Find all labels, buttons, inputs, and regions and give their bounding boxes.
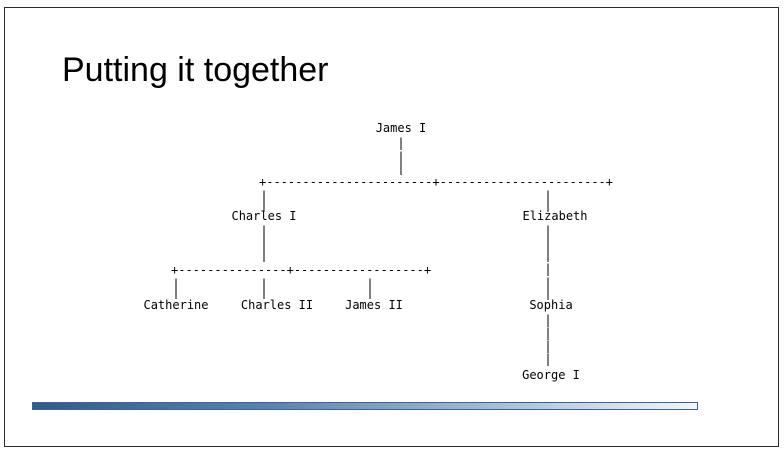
connector-vertical: | [397,161,405,175]
connector-vertical: | [544,286,552,300]
connector-vertical: | [544,198,552,212]
node-james-i: James I [375,121,427,135]
connector-vertical: | [397,150,405,164]
connector-vertical: | [172,277,180,291]
connector-vertical: | [544,224,552,238]
connector-vertical: | [544,276,552,290]
branch-line-top: +-----------------------+---------------… [259,175,614,189]
node-catherine: Catherine [143,298,209,312]
node-charles-ii: Charles II [240,298,314,312]
connector-vertical: | [544,352,552,366]
footer-gradient-bar [32,402,698,410]
connector-vertical: | [544,236,552,250]
slide-title: Putting it together [62,51,329,89]
branch-line-charles-i: +---------------+------------------+ [171,263,432,277]
connector-vertical: | [544,313,552,327]
node-james-ii: James II [345,298,403,312]
node-charles-i: Charles I [231,209,297,223]
connector-vertical: | [260,248,268,262]
connector-vertical: | [260,236,268,250]
connector-vertical: | [260,224,268,238]
connector-vertical: | [544,248,552,262]
connector-vertical: | [172,285,180,299]
connector-vertical: | [544,326,552,340]
connector-vertical: | [260,277,268,291]
connector-vertical: | [544,262,552,276]
connector-vertical: | [260,285,268,299]
node-elizabeth: Elizabeth [522,209,588,223]
connector-vertical: | [544,189,552,203]
connector-vertical: | [260,198,268,212]
connector-vertical: | [397,136,405,150]
connector-vertical: | [366,277,374,291]
connector-vertical: | [366,285,374,299]
node-sophia: Sophia [529,298,573,312]
connector-vertical: | [544,339,552,353]
node-george-i: George I [522,368,580,382]
slide [4,7,779,447]
connector-vertical: | [260,189,268,203]
